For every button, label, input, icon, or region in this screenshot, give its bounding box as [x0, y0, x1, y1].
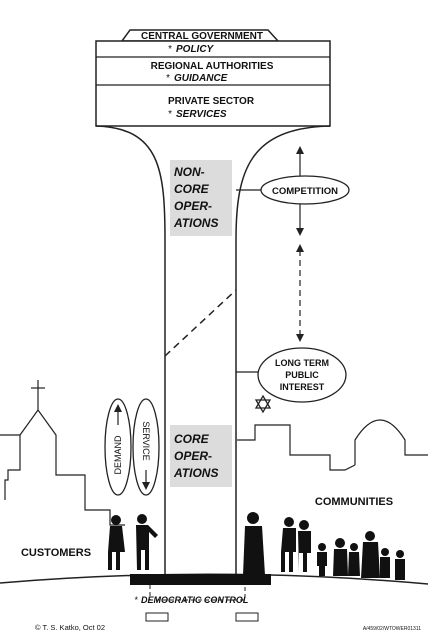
arrow-service-down [142, 470, 150, 490]
tower-right-wall [235, 125, 331, 575]
star-of-david-icon [254, 394, 272, 414]
arrow-competition-down [296, 204, 304, 236]
services-bullet: * [168, 109, 172, 120]
core-box [170, 425, 232, 487]
services-label: SERVICES [176, 109, 227, 120]
long-term-line-3: INTEREST [280, 382, 325, 392]
central-government-label: CENTRAL GOVERNMENT [141, 31, 263, 42]
policy-label: POLICY [176, 44, 215, 55]
base-foot [149, 585, 246, 601]
customers-figures [108, 514, 158, 570]
non-core-line-2: CORE [174, 182, 210, 196]
arrow-competition-up [296, 146, 304, 176]
credit-label: © T. S. Katko, Oct 02 [35, 623, 105, 632]
service-ellipse [132, 398, 160, 496]
non-core-line-1: NON- [174, 165, 205, 179]
mosque-outline [237, 419, 428, 471]
arrow-demand-up [114, 404, 122, 425]
service-label: SERVICE [141, 421, 151, 460]
church-outline [0, 380, 125, 526]
policy-bullet: * [168, 44, 172, 55]
crescent-icon [380, 384, 388, 400]
communities-figures [243, 512, 405, 580]
private-sector-label: PRIVATE SECTOR [168, 96, 255, 107]
long-term-line-1: LONG TERM [275, 358, 329, 368]
dashed-divider [164, 289, 237, 357]
non-core-line-4: ATIONS [173, 216, 218, 230]
non-core-box [170, 160, 232, 236]
guidance-label: GUIDANCE [174, 73, 228, 84]
democratic-control-bullet: * [134, 595, 138, 605]
non-core-line-3: OPER- [174, 199, 212, 213]
guidance-bullet: * [166, 73, 170, 84]
base-post-right [235, 612, 259, 622]
regional-authorities-label: REGIONAL AUTHORITIES [151, 61, 274, 72]
customers-label: CUSTOMERS [21, 547, 91, 559]
democratic-control-base [130, 574, 271, 585]
competition-label: COMPETITION [272, 186, 338, 197]
long-term-ellipse [257, 347, 347, 403]
core-line-1: CORE [174, 432, 210, 446]
base-post-left [145, 612, 169, 622]
core-line-3: ATIONS [173, 466, 218, 480]
arrow-dashed-between [296, 244, 304, 342]
demand-label: DEMAND [113, 435, 123, 475]
communities-label: COMMUNITIES [315, 496, 393, 508]
code-label: A/459/02/WTOWER01311 [363, 626, 421, 632]
democratic-control-label: DEMOCRATIC CONTROL [141, 595, 248, 605]
demand-ellipse [104, 398, 132, 496]
long-term-line-2: PUBLIC [285, 370, 319, 380]
tower-left-wall [95, 125, 166, 575]
core-line-2: OPER- [174, 449, 212, 463]
